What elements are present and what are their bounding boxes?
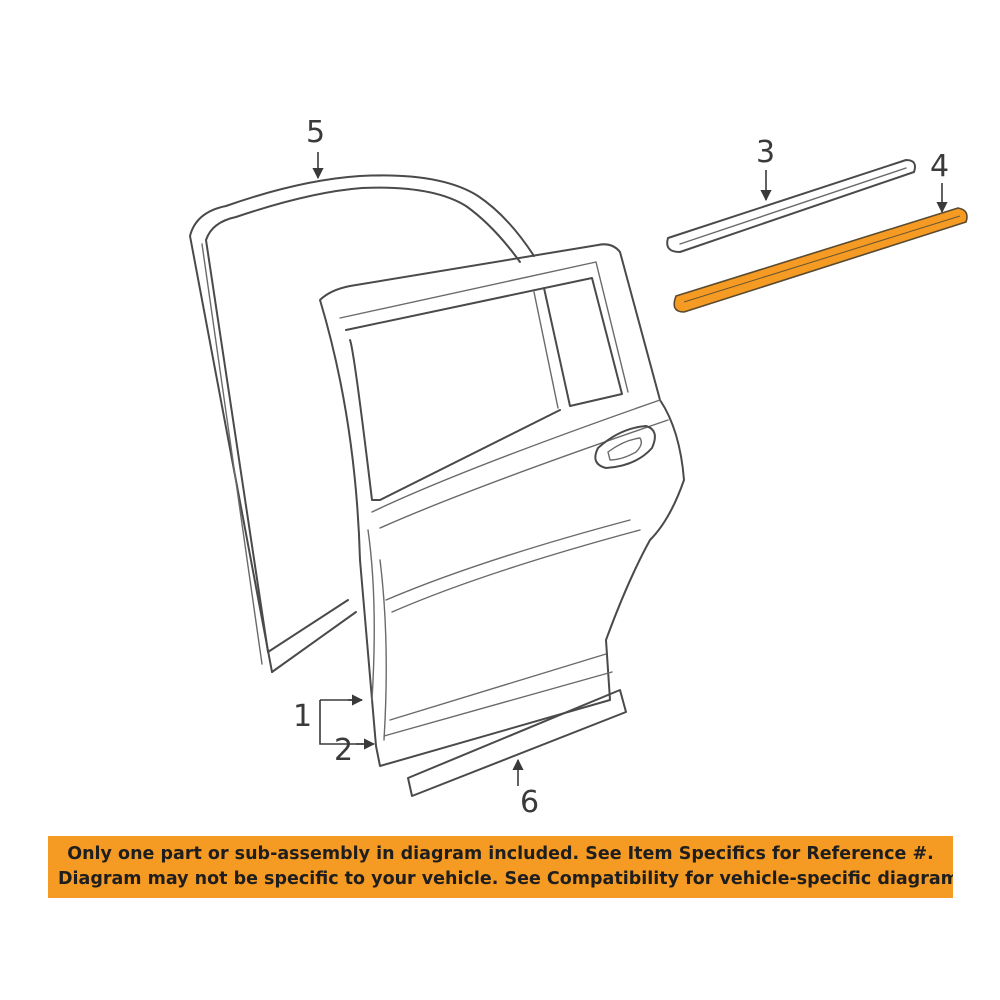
belt-molding-part-3 — [666, 159, 916, 253]
disclaimer-line-1: Only one part or sub-assembly in diagram… — [67, 844, 934, 864]
callout-2: 2 — [334, 733, 353, 768]
disclaimer-banner: Only one part or sub-assembly in diagram… — [48, 836, 953, 898]
callout-5: 5 — [306, 115, 325, 150]
belt-weatherstrip-part-4-highlighted — [673, 207, 968, 313]
lower-molding-part-6 — [407, 689, 627, 797]
callout-1: 1 — [293, 699, 312, 734]
rear-door-shell-part-1 — [319, 243, 685, 767]
disclaimer-line-2: Diagram may not be specific to your vehi… — [58, 869, 953, 889]
callout-4: 4 — [930, 149, 949, 184]
callout-3: 3 — [756, 135, 775, 170]
callout-6: 6 — [520, 785, 539, 820]
leader-lines — [312, 152, 948, 786]
door-weatherstrip-part-5 — [189, 174, 535, 673]
